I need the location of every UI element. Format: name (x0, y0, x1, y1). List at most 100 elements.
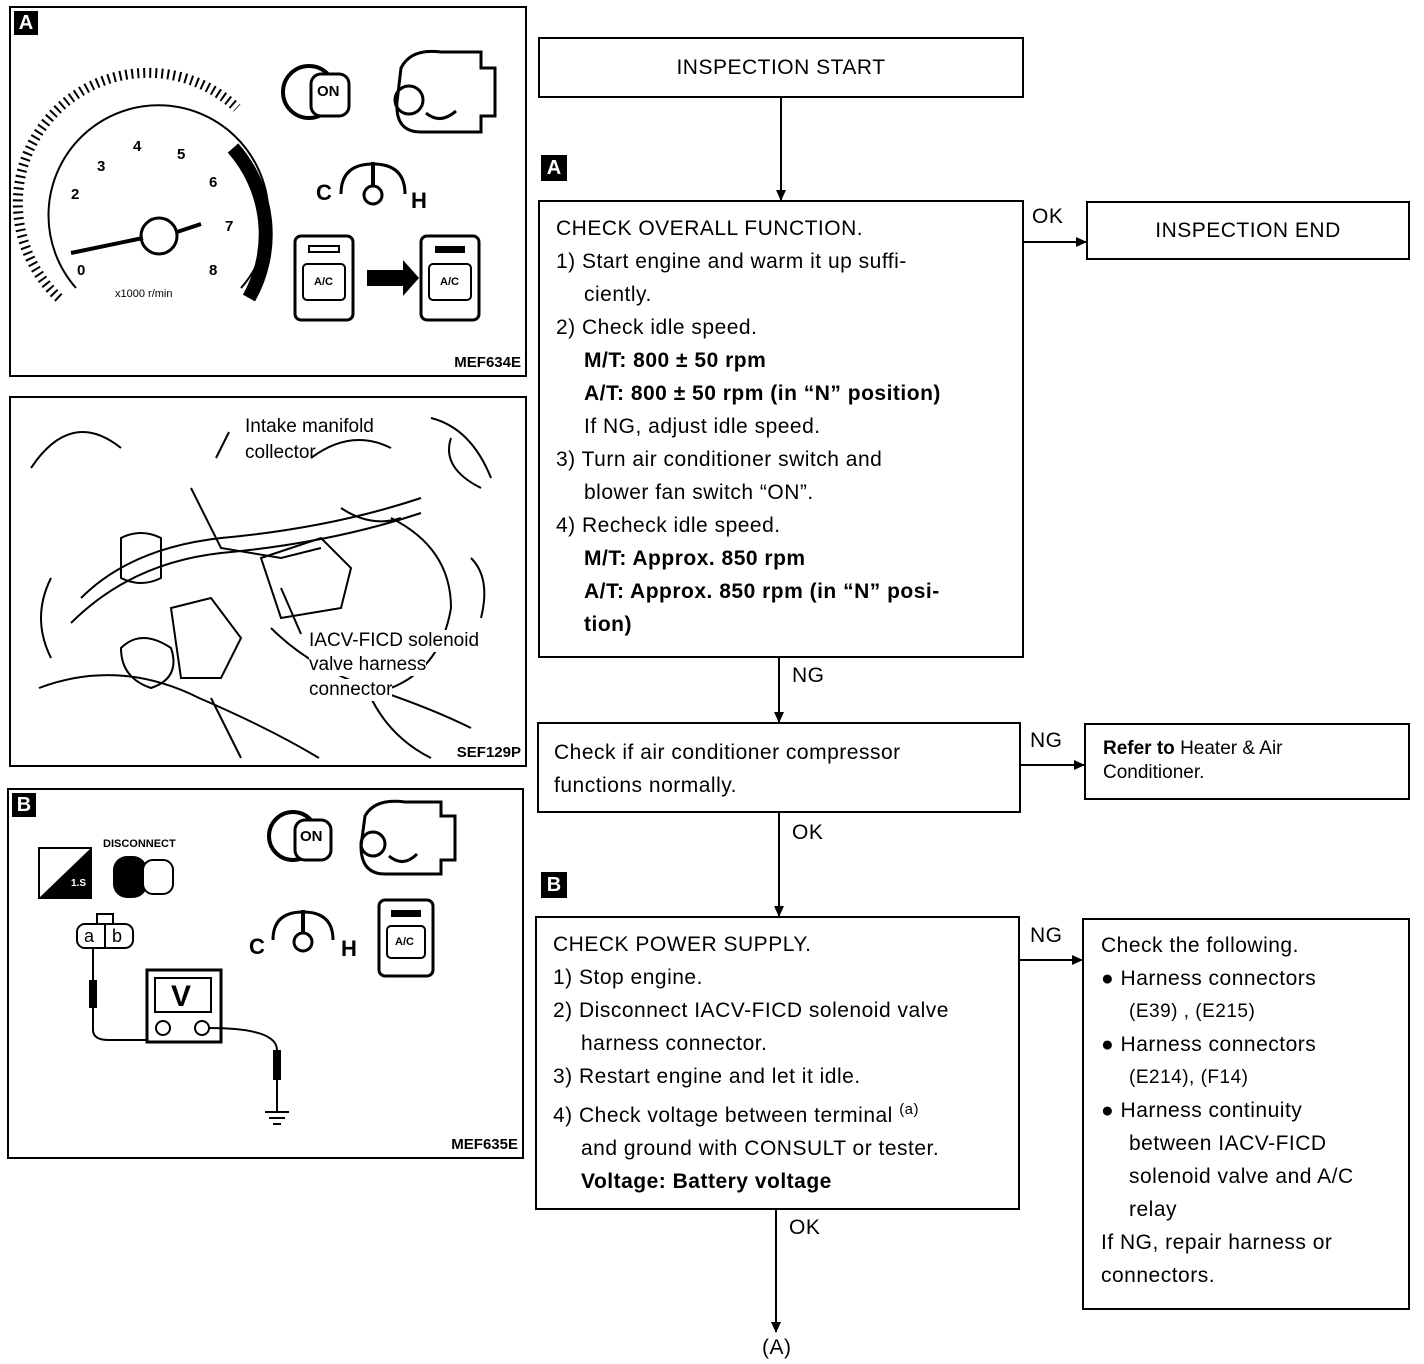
disconnect-connector-icon (113, 856, 174, 898)
spec-mt: M/T: 800 ± 50 rpm (584, 349, 767, 372)
inspection-start-text: INSPECTION START (676, 56, 886, 79)
ignition-key-icon (267, 810, 333, 862)
ac-label: A/C (395, 936, 414, 948)
ac-switch-on-icon (419, 234, 481, 322)
engine-icon (359, 799, 457, 876)
disconnect-label: DISCONNECT (103, 838, 176, 850)
terminal-b-label: b (112, 926, 123, 946)
ok-label: OK (789, 1216, 821, 1239)
spec-at: tion) (584, 613, 632, 636)
callout-label: IACV-FICD solenoid (309, 630, 480, 652)
panel-a-tag: A (14, 11, 38, 35)
callout-label: collector (245, 442, 316, 463)
callout-label: valve harness (309, 654, 427, 676)
ok-label: OK (1032, 205, 1064, 228)
callout-label: Intake manifold (245, 416, 374, 437)
inspection-start-box: INSPECTION START (538, 37, 1024, 98)
step-a-item: 4) Recheck idle speed. (556, 514, 781, 537)
refer-section-text: Conditioner. (1103, 762, 1205, 783)
ac-switch-off-icon (293, 234, 355, 322)
compressor-check-box: Check if air conditioner compressor func… (537, 722, 1021, 813)
step-a-item: If NG, adjust idle speed. (584, 415, 821, 438)
panel-b-tag: B (12, 793, 36, 817)
ng-label: NG (1030, 729, 1063, 752)
step-a-tag: A (541, 155, 567, 181)
ok-label: OK (792, 821, 824, 844)
step-a-item: blower fan switch “ON”. (584, 481, 814, 504)
check-following-box: Check the following. ● Harness connector… (1082, 918, 1410, 1310)
connector-codes: (E214), (F14) (1129, 1067, 1249, 1088)
tach-tick-label: 7 (225, 218, 234, 235)
repair-note: If NG, repair harness or (1101, 1231, 1333, 1254)
check-item: between IACV-FICD (1129, 1132, 1327, 1155)
panel-a-illustration: A 0 2 3 4 5 6 7 8 x1000 r/min ON C H A (9, 6, 527, 377)
connector-codes: (E39) , (E215) (1129, 1001, 1256, 1022)
tach-tick-label: 2 (71, 186, 80, 203)
continue-connector-label: (A) (762, 1336, 792, 1359)
gauge-cold-label: C (316, 180, 332, 205)
ng-label: NG (1030, 924, 1063, 947)
check-item: Harness continuity (1120, 1099, 1303, 1122)
step-b-item: 2) Disconnect IACV-FICD solenoid valve (553, 999, 949, 1022)
check-overall-function-box: CHECK OVERALL FUNCTION. 1) Start engine … (538, 200, 1024, 658)
engine-bay-illustration: Intake manifold collector IACV-FICD sole… (9, 396, 527, 767)
tach-unit-label: x1000 r/min (115, 288, 173, 300)
check-following-title: Check the following. (1101, 934, 1299, 957)
temperature-gauge-icon (339, 162, 407, 206)
check-item: Harness connectors (1120, 967, 1317, 990)
refer-section-text: Heater & Air (1174, 738, 1283, 759)
one-key-label: 1.S (71, 878, 87, 889)
voltmeter-icon (89, 948, 289, 1125)
gauge-hot-label: H (341, 936, 357, 961)
spec-mt: M/T: Approx. 850 rpm (584, 547, 806, 570)
temperature-gauge-icon (271, 910, 335, 953)
figure-code: SEF129P (456, 744, 521, 761)
figure-code: MEF634E (454, 354, 521, 371)
arrow-right-icon (367, 260, 419, 296)
ac-label: A/C (440, 276, 459, 288)
step-b-item: harness connector. (581, 1032, 768, 1055)
step-a-item: 1) Start engine and warm it up suffi- (556, 250, 907, 273)
step-b-item: and ground with CONSULT or tester. (581, 1137, 940, 1160)
ignition-key-icon (281, 64, 351, 120)
step-a-title: CHECK OVERALL FUNCTION. (556, 217, 864, 240)
tach-tick-label: 8 (209, 262, 218, 279)
tach-tick-label: 4 (133, 138, 142, 155)
spec-at: A/T: Approx. 850 rpm (in “N” posi- (584, 580, 940, 603)
tach-tick-label: 3 (97, 158, 106, 175)
harness-connector-icon (76, 913, 134, 949)
inspection-end-text: INSPECTION END (1155, 219, 1341, 242)
figure-code: MEF635E (451, 1136, 518, 1153)
check-power-supply-box: CHECK POWER SUPPLY. 1) Stop engine. 2) D… (535, 916, 1020, 1210)
refer-to-text: Refer to (1103, 738, 1175, 759)
spec-at: A/T: 800 ± 50 rpm (in “N” position) (584, 382, 941, 405)
one-key-icon (38, 847, 92, 899)
step-a-item: 3) Turn air conditioner switch and (556, 448, 883, 471)
ng-label: NG (792, 664, 825, 687)
tachometer-icon (12, 67, 273, 302)
step-b-item: 4) Check voltage between terminal (553, 1104, 893, 1127)
check-item: Harness connectors (1120, 1033, 1317, 1056)
callout-label: connector (309, 679, 393, 701)
refer-heater-box: Refer to Heater & Air Conditioner. (1084, 723, 1410, 800)
terminal-a-ref: (a) (899, 1101, 920, 1118)
ac-switch-on-icon (377, 898, 435, 978)
step-b-tag: B (541, 872, 567, 898)
step-b-item: 3) Restart engine and let it idle. (553, 1065, 861, 1088)
tach-tick-label: 5 (177, 146, 186, 163)
compressor-check-text: Check if air conditioner compressor (554, 741, 901, 764)
inspection-end-box: INSPECTION END (1086, 201, 1410, 260)
step-b-title: CHECK POWER SUPPLY. (553, 933, 812, 956)
check-item: solenoid valve and A/C (1129, 1165, 1354, 1188)
repair-note: connectors. (1101, 1264, 1216, 1287)
step-a-item: ciently. (584, 283, 652, 306)
step-b-item: 1) Stop engine. (553, 966, 703, 989)
engine-icon (393, 49, 497, 134)
ac-label: A/C (314, 276, 333, 288)
step-a-item: 2) Check idle speed. (556, 316, 758, 339)
key-on-label: ON (300, 828, 323, 845)
voltmeter-label: V (171, 980, 192, 1013)
gauge-cold-label: C (249, 934, 265, 959)
tach-tick-label: 6 (209, 174, 218, 191)
